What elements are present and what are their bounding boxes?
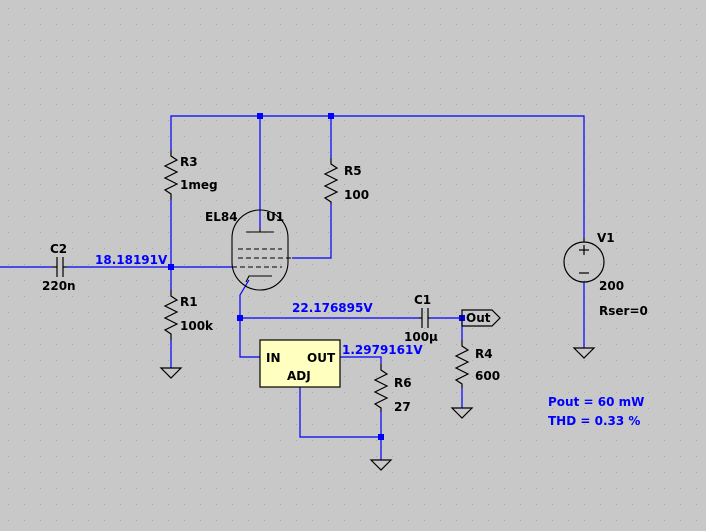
grid-voltage-label: 18.18191V: [95, 253, 168, 267]
r3-ref: R3: [180, 155, 198, 169]
thd-result: THD = 0.33 %: [548, 414, 640, 428]
junction-plate: [257, 113, 263, 119]
regulator-in-label: IN: [266, 351, 281, 365]
junction-adj: [378, 434, 384, 440]
regulator-out-label: OUT: [307, 351, 336, 365]
c2-ref: C2: [50, 242, 67, 256]
capacitor-c1[interactable]: [419, 308, 430, 328]
capacitor-c2[interactable]: [52, 257, 67, 277]
r4-ref: R4: [475, 347, 493, 361]
top-rail-wire[interactable]: [170, 115, 585, 238]
output-port-label: Out: [466, 311, 491, 325]
v1-ref: V1: [597, 231, 615, 245]
r5-ref: R5: [344, 164, 362, 178]
ground-symbols: [159, 347, 596, 471]
junction-cathode: [237, 315, 243, 321]
screen-wire[interactable]: [292, 204, 332, 259]
resistor-r6[interactable]: [373, 364, 389, 412]
r6-ref: R6: [394, 376, 412, 390]
tube-u1[interactable]: [231, 209, 292, 291]
v1-value: 200: [599, 279, 624, 293]
reg-out-wire[interactable]: [340, 356, 382, 364]
junction-r5: [328, 113, 334, 119]
adj-wire[interactable]: [299, 387, 381, 438]
ground-v1: [572, 347, 596, 359]
r3-value: 1meg: [180, 178, 218, 192]
u1-ref: U1: [266, 210, 284, 224]
r1-value: 100k: [180, 319, 214, 333]
regulator-adj-label: ADJ: [287, 369, 311, 383]
resistor-r1[interactable]: [163, 290, 179, 340]
r6-value: 27: [394, 400, 411, 414]
resistor-r5[interactable]: [323, 158, 339, 204]
c1-value: 100µ: [404, 330, 438, 344]
output-port[interactable]: [461, 309, 501, 327]
ground-r6: [369, 459, 393, 471]
c1-ref: C1: [414, 293, 431, 307]
regulator-out-voltage-label: 1.2979161V: [342, 343, 423, 357]
v1-param: Rser=0: [599, 304, 648, 318]
cathode-voltage-label: 22.176895V: [292, 301, 373, 315]
resistor-r4[interactable]: [454, 340, 470, 388]
r1-ref: R1: [180, 295, 198, 309]
voltage-source-v1[interactable]: [563, 238, 605, 283]
junction-grid: [168, 264, 174, 270]
regulator-block[interactable]: [259, 339, 341, 388]
r5-value: 100: [344, 188, 369, 202]
ground-r1: [159, 367, 183, 379]
ground-r4: [450, 407, 474, 419]
u1-model: EL84: [205, 210, 238, 224]
resistor-r3[interactable]: [163, 150, 179, 200]
r4-value: 600: [475, 369, 500, 383]
c2-value: 220n: [42, 279, 76, 293]
cathode-wire[interactable]: [239, 279, 260, 358]
pout-result: Pout = 60 mW: [548, 395, 644, 409]
